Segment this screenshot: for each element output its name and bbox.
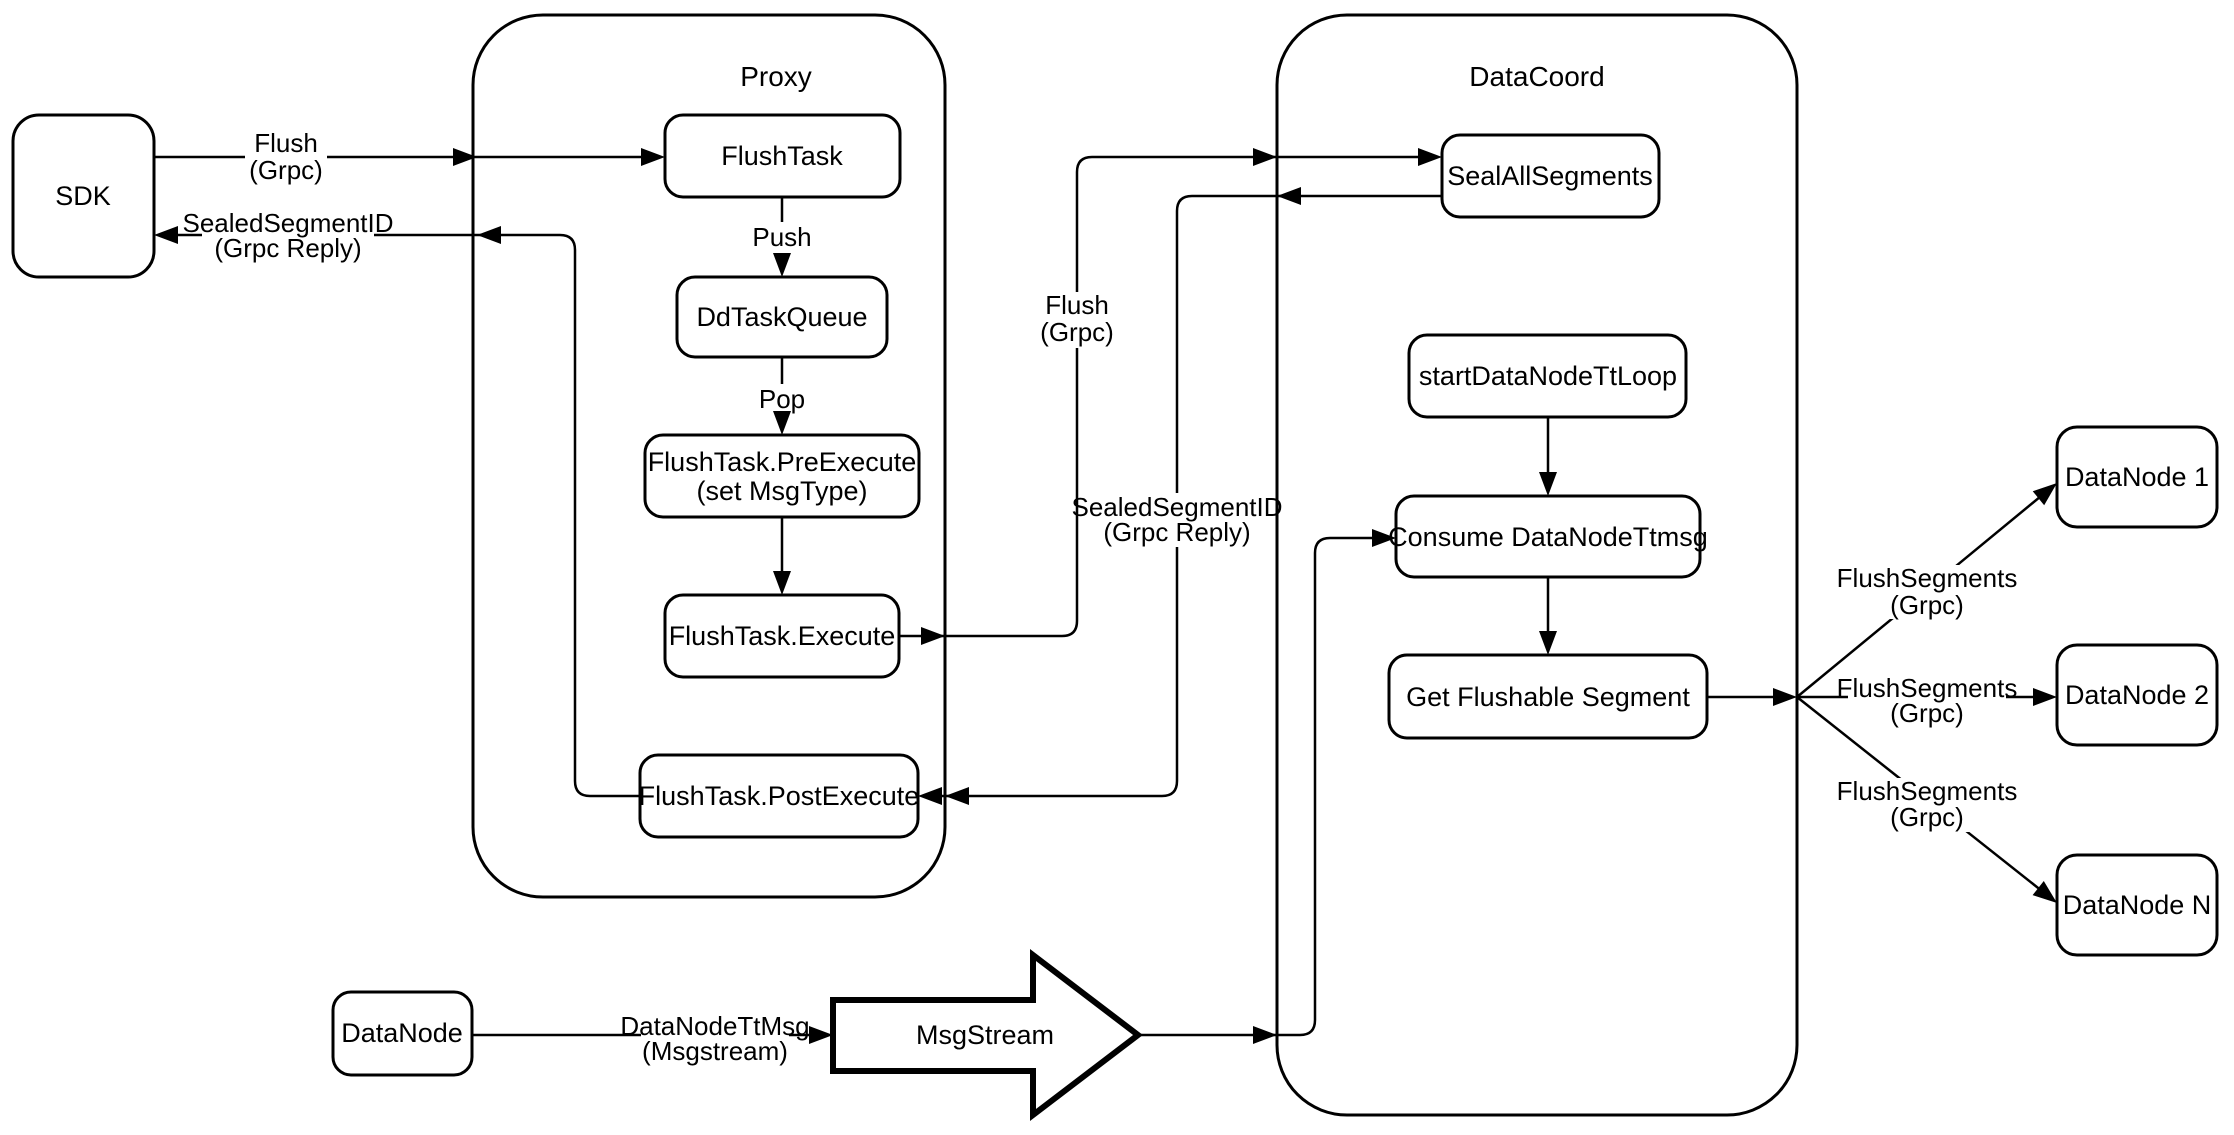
node-flushtask (663, 113, 902, 199)
edge-msgstream-to-consume (1138, 536, 1391, 1037)
node-get-flushable-segment (1387, 653, 1709, 740)
node-datanode-n (2055, 853, 2219, 957)
node-label-getflushable: Get Flushable Segment (1406, 682, 1690, 712)
node-label-postexecute: FlushTask.PostExecute (639, 781, 920, 811)
edge-label-flushsegments1-line1: FlushSegments (1837, 563, 2018, 593)
arrowhead (1253, 148, 1277, 166)
label-bg-flush-sdk (245, 130, 327, 186)
node-startdatanodettloop (1407, 333, 1688, 419)
node-label-sealallsegments: SealAllSegments (1447, 161, 1653, 191)
node-label-preexecute-line1: FlushTask.PreExecute (648, 447, 917, 477)
label-bg-flush-mid (1036, 292, 1118, 348)
label-bg-pop (755, 384, 809, 416)
node-flushtask-postexecute (638, 753, 920, 839)
node-label-datanode: DataNode (341, 1018, 463, 1048)
edge-label-flushsegments3-line1: FlushSegments (1837, 776, 2018, 806)
datacoord-title: DataCoord (1469, 61, 1604, 92)
edge-label-sealed-sdk-line2: (Grpc Reply) (214, 233, 361, 263)
label-bg-flushsegments-1 (1848, 565, 2006, 619)
node-label-execute: FlushTask.Execute (669, 621, 896, 651)
node-label-sdk: SDK (55, 181, 111, 211)
edge-label-pop: Pop (759, 384, 805, 414)
node-datanode-2 (2055, 643, 2219, 747)
edge-label-sealed-mid-line1: SealedSegmentID (1071, 492, 1282, 522)
node-label-datanoden: DataNode N (2063, 890, 2212, 920)
arrowhead (1253, 1026, 1277, 1044)
node-label-datanode1: DataNode 1 (2065, 462, 2209, 492)
node-label-datanode2: DataNode 2 (2065, 680, 2209, 710)
node-ddtaskqueue (675, 275, 889, 359)
node-label-consume: Consume DataNodeTtmsg (1388, 522, 1708, 552)
arrowhead (945, 787, 969, 805)
edge-postexecute-to-sdk (158, 233, 640, 798)
label-bg-flushsegments-2 (1848, 675, 2006, 727)
node-flushtask-preexecute (643, 433, 921, 519)
label-bg-push (752, 222, 812, 254)
edge-label-flush-mid-line1: Flush (1045, 290, 1109, 320)
edge-label-sealed-sdk-line1: SealedSegmentID (182, 208, 393, 238)
edge-label-flushsegments1-line2: (Grpc) (1890, 590, 1964, 620)
edge-label-push: Push (752, 222, 811, 252)
node-label-ddtaskqueue: DdTaskQueue (696, 302, 867, 332)
arrowhead (809, 1026, 833, 1044)
arrowhead (2033, 688, 2057, 706)
node-label-flushtask: FlushTask (721, 141, 843, 171)
label-bg-sealed-mid (1091, 493, 1263, 547)
edge-label-sealed-mid-line2: (Grpc Reply) (1103, 517, 1250, 547)
edge-label-flushsegments2-line2: (Grpc) (1890, 698, 1964, 728)
proxy-title: Proxy (740, 61, 812, 92)
edge-execute-to-sealallsegments (899, 155, 1437, 638)
node-label-preexecute-line2: (set MsgType) (696, 476, 867, 506)
node-sdk (11, 113, 156, 279)
node-label-startdatanodettloop: startDataNodeTtLoop (1419, 361, 1677, 391)
arrowhead (154, 226, 178, 244)
label-bg-datanodettmsg (641, 1011, 789, 1065)
edge-label-datanodettmsg-line1: DataNodeTtMsg (620, 1011, 809, 1041)
edge-label-flush-mid-line2: (Grpc) (1040, 317, 1114, 347)
edge-label-flushsegments2-line1: FlushSegments (1837, 673, 2018, 703)
msgstream-arrow-shape (830, 948, 1143, 1122)
label-bg-sealed-sdk (202, 209, 374, 263)
label-bg-flushsegments-3 (1848, 778, 2006, 832)
edge-label-datanodettmsg-line2: (Msgstream) (642, 1036, 788, 1066)
edge-label-flushsegments3-line2: (Grpc) (1890, 802, 1964, 832)
node-label-msgstream: MsgStream (916, 1020, 1054, 1050)
node-flushtask-execute (663, 593, 901, 679)
node-datanode (331, 990, 474, 1077)
edge-label-flush-sdk-line1: Flush (254, 128, 318, 158)
node-sealallsegments (1440, 133, 1661, 219)
node-datanode-1 (2055, 425, 2219, 529)
edge-label-flush-sdk-line2: (Grpc) (249, 155, 323, 185)
node-consume-datanodettmsg (1394, 494, 1702, 579)
